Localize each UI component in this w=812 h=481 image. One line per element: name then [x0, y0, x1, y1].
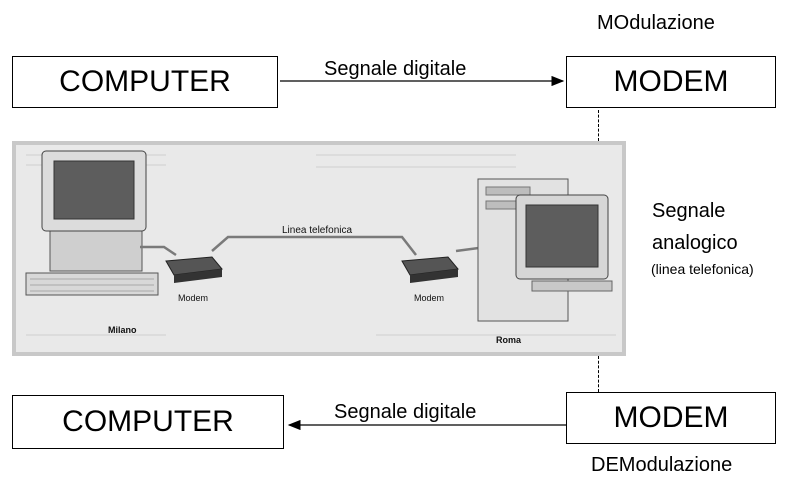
dashed-connector-bottom	[598, 356, 599, 392]
right-modem-icon	[401, 256, 459, 283]
right-computer-icon	[477, 178, 613, 322]
top-arrow-label: Segnale digitale	[324, 58, 467, 80]
bottom-computer-box: COMPUTER	[12, 395, 284, 449]
network-illustration: Linea telefonica Modem Modem Milano Roma	[12, 141, 626, 356]
left-modem-icon	[165, 256, 223, 283]
top-modem-box: MODEM	[566, 56, 776, 108]
demodulation-label: DEModulazione	[591, 454, 733, 476]
top-computer-box: COMPUTER	[12, 56, 278, 108]
bottom-computer-label: COMPUTER	[62, 405, 234, 438]
analog-signal-line2: analogico	[652, 232, 738, 254]
top-computer-label: COMPUTER	[59, 65, 231, 98]
bottom-modem-label: MODEM	[613, 401, 729, 434]
dashed-connector-top	[598, 110, 599, 141]
right-modem-label: Modem	[414, 293, 444, 303]
left-computer-icon	[25, 150, 159, 296]
analog-signal-subtitle: (linea telefonica)	[651, 261, 754, 277]
left-modem-label: Modem	[178, 293, 208, 303]
analog-signal-line1: Segnale	[652, 200, 726, 222]
bottom-arrow-label: Segnale digitale	[334, 401, 477, 423]
modulation-label: MOdulazione	[597, 12, 715, 34]
city-roma-label: Roma	[496, 335, 522, 345]
bottom-modem-box: MODEM	[566, 392, 776, 444]
phone-line-label: Linea telefonica	[282, 225, 352, 236]
city-milano-label: Milano	[108, 325, 137, 335]
top-modem-label: MODEM	[613, 65, 729, 98]
